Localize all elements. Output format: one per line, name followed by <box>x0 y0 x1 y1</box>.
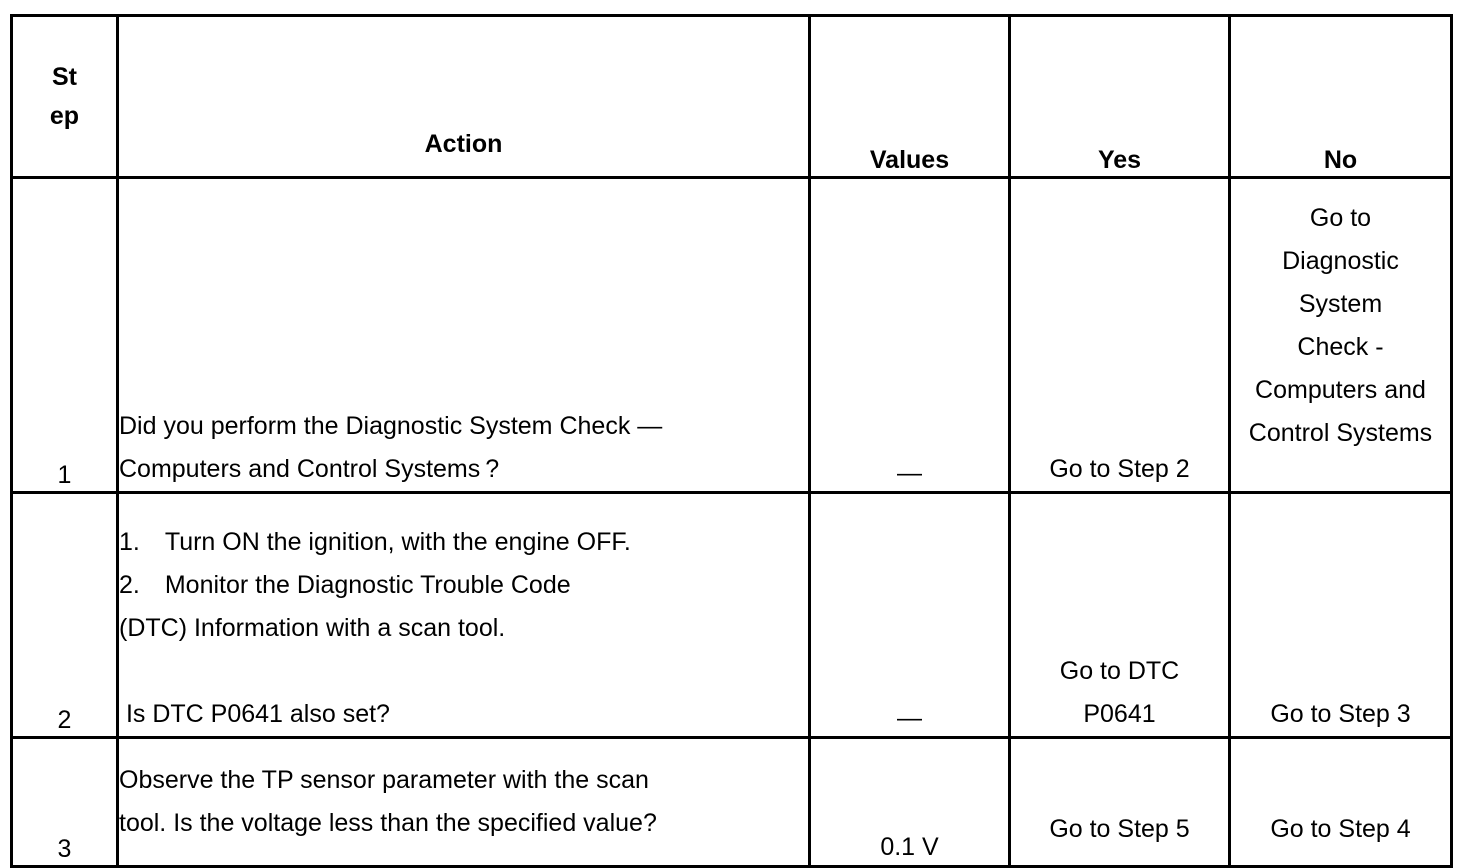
no-line: Go to Step 3 <box>1270 700 1411 728</box>
column-header-step-line1: St <box>52 62 77 91</box>
cell-yes: Go to DTC P0641 <box>1008 491 1231 739</box>
action-line: Did you perform the Diagnostic System Ch… <box>119 412 663 440</box>
action-line: tool. Is the voltage less than the speci… <box>119 809 657 837</box>
action-line: 1. Turn ON the ignition, with the engine… <box>119 528 631 556</box>
cell-action: 1. Turn ON the ignition, with the engine… <box>116 491 811 739</box>
cell-action: Did you perform the Diagnostic System Ch… <box>116 176 811 494</box>
cell-action: Observe the TP sensor parameter with the… <box>116 736 811 868</box>
yes-line: P0641 <box>1083 700 1156 728</box>
yes-line: Go to DTC <box>1059 657 1180 685</box>
no-line: Go to Step 4 <box>1270 815 1411 843</box>
cell-no: Go to Diagnostic System Check - Computer… <box>1228 176 1453 494</box>
column-header-yes: Yes <box>1008 14 1231 179</box>
no-line: System <box>1298 290 1383 318</box>
cell-values: — <box>808 176 1011 494</box>
yes-line: Go to Step 5 <box>1049 815 1190 843</box>
table-row: 1 Did you perform the Diagnostic System … <box>10 176 1453 494</box>
action-line: Computers and Control Systems ? <box>119 455 500 483</box>
cell-yes: Go to Step 2 <box>1008 176 1231 494</box>
cell-values: 0.1 V <box>808 736 1011 868</box>
cell-yes: Go to Step 5 <box>1008 736 1231 868</box>
cell-no: Go to Step 3 <box>1228 491 1453 739</box>
table-body: 1 Did you perform the Diagnostic System … <box>10 176 1453 868</box>
cell-no: Go to Step 4 <box>1228 736 1453 868</box>
action-line: Is DTC P0641 also set? <box>119 700 390 728</box>
cell-values: — <box>808 491 1011 739</box>
table-header-row: St ep Action Values Yes No <box>10 14 1453 179</box>
column-header-no: No <box>1228 14 1453 179</box>
action-line: 2. Monitor the Diagnostic Trouble Code <box>119 571 571 599</box>
action-spacer <box>119 650 808 693</box>
action-line: (DTC) Information with a scan tool. <box>119 614 506 642</box>
no-line: Computers and <box>1255 376 1426 404</box>
table-row: 2 1. Turn ON the ignition, with the engi… <box>10 491 1453 739</box>
cell-step-number: 1 <box>10 176 119 494</box>
cell-step-number: 3 <box>10 736 119 868</box>
column-header-step: St ep <box>10 14 119 179</box>
column-header-step-line2: ep <box>49 101 80 130</box>
table-row: 3 Observe the TP sensor parameter with t… <box>10 736 1453 868</box>
table-header: St ep Action Values Yes No <box>10 14 1453 179</box>
no-line: Go to <box>1309 204 1372 232</box>
action-line: Observe the TP sensor parameter with the… <box>119 766 649 794</box>
no-line: Diagnostic <box>1282 247 1399 275</box>
no-line: Check - <box>1297 333 1384 361</box>
cell-step-number: 2 <box>10 491 119 739</box>
column-header-values: Values <box>808 14 1011 179</box>
no-line: Control Systems <box>1248 419 1433 447</box>
yes-line: Go to Step 2 <box>1049 455 1190 483</box>
column-header-action: Action <box>116 14 811 179</box>
diagnostic-procedure-table: St ep Action Values Yes No 1 Did you per… <box>10 14 1453 868</box>
